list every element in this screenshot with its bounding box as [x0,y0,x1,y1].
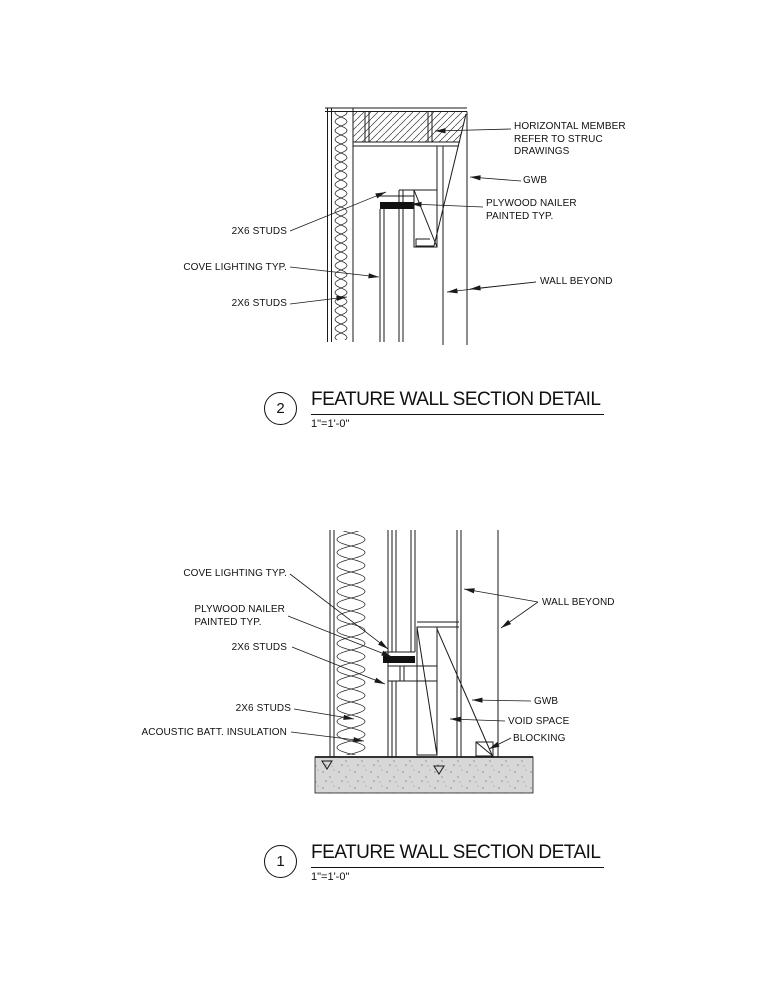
detail-2-leader-lines [289,128,537,305]
detail-2-number-bubble: 2 [264,392,297,425]
label-acoustic-batt-insulation: ACOUSTIC BATT. INSULATION [141,727,287,738]
label-void-space: VOID SPACE [508,716,570,727]
detail-1-drawing [314,530,534,794]
detail-1-scale: 1"=1'-0" [311,871,350,883]
label-plywood-nailer: PLYWOOD NAILER PAINTED TYP. [194,604,285,628]
detail-2-title: FEATURE WALL SECTION DETAIL [311,389,604,415]
label-gwb: GWB [523,175,548,186]
detail-2-drawing [325,107,468,345]
label-blocking: BLOCKING [513,733,566,744]
detail-2-scale: 1"=1'-0" [311,418,350,430]
label-cove-lighting: COVE LIGHTING TYP. [183,568,287,579]
detail-2-number: 2 [276,400,285,417]
label-wall-beyond: WALL BEYOND [540,276,613,287]
label-2x6-studs-lower: 2X6 STUDS [235,703,291,714]
label-horizontal-member: HORIZONTAL MEMBER REFER TO STRUC DRAWING… [514,121,626,157]
label-wall-beyond: WALL BEYOND [542,597,615,608]
detail-1-number: 1 [276,853,285,870]
detail-1-number-bubble: 1 [264,845,297,878]
label-gwb: GWB [534,696,559,707]
label-cove-lighting: COVE LIGHTING TYP. [183,262,287,273]
label-2x6-studs-upper: 2X6 STUDS [231,226,287,237]
label-2x6-studs-lower: 2X6 STUDS [231,298,287,309]
label-plywood-nailer: PLYWOOD NAILER PAINTED TYP. [486,198,577,222]
detail-1-leader-lines [287,573,539,750]
label-2x6-studs-upper: 2X6 STUDS [231,642,287,653]
detail-1-title: FEATURE WALL SECTION DETAIL [311,842,604,868]
